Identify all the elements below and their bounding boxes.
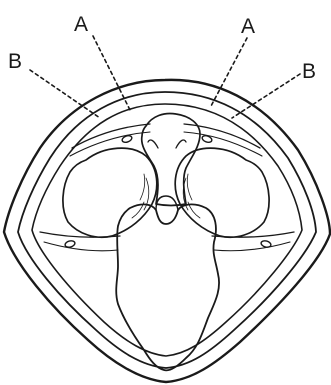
- right-lower-septum-inner: [214, 242, 290, 251]
- right-hook-mark: [176, 140, 186, 148]
- label-a-right: A: [241, 15, 255, 38]
- leader-b-right: [232, 74, 300, 118]
- left-upper-septum: [72, 124, 150, 148]
- lower-left-pore: [64, 240, 75, 248]
- label-b-right: B: [302, 60, 316, 83]
- right-upper-septum: [184, 124, 260, 148]
- left-upper-septum-inner: [70, 132, 150, 156]
- middle-wall-outline: [18, 92, 316, 368]
- left-lower-septum-inner: [44, 242, 118, 251]
- outer-wall-outline: [4, 80, 330, 382]
- inner-wall-outline: [32, 104, 302, 356]
- label-a-left: A: [74, 13, 88, 36]
- label-b-left: B: [8, 50, 22, 73]
- upper-central-mass: [142, 114, 200, 206]
- left-hook-mark: [148, 140, 158, 148]
- lower-mass-notch: [156, 196, 178, 210]
- lower-right-pore: [260, 240, 271, 248]
- leader-b-left: [30, 70, 100, 118]
